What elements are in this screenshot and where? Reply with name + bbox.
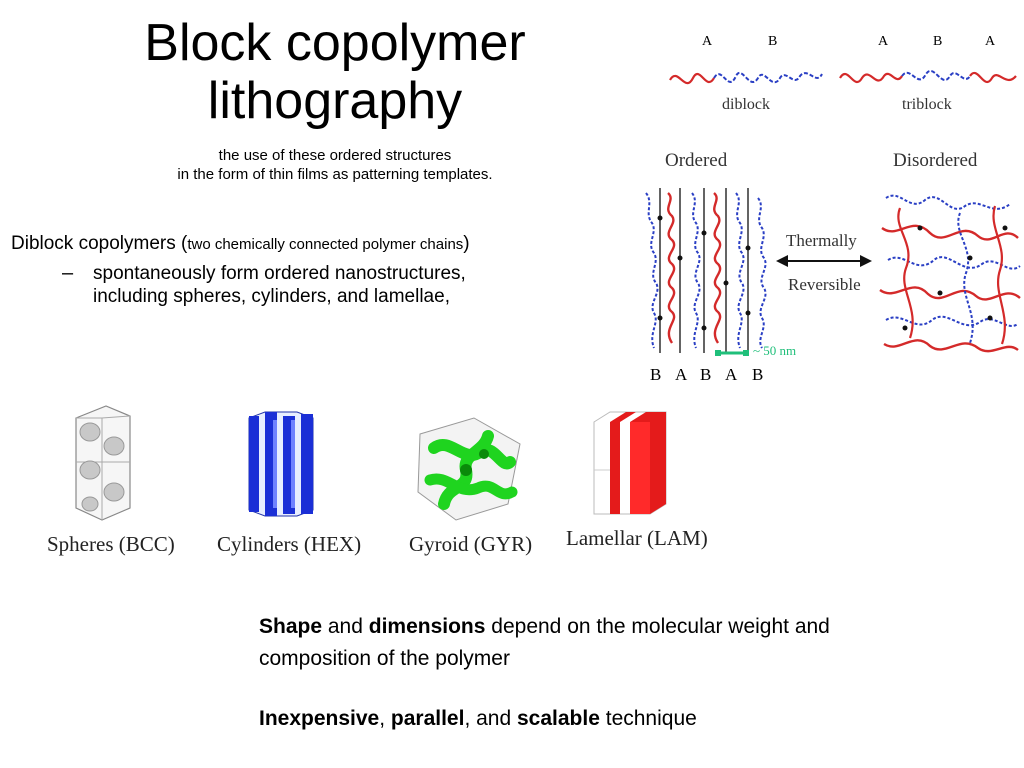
bullet-paren-text: two chemically connected polymer chains bbox=[187, 236, 464, 253]
note-shape: Shape bbox=[259, 615, 323, 638]
morph-label-gyroid: Gyroid (GYR) bbox=[409, 532, 533, 556]
layer-label-a1: A bbox=[675, 365, 688, 384]
scale-bar-icon bbox=[715, 350, 749, 356]
note-parallel: parallel bbox=[390, 707, 465, 730]
layer-label-b3: B bbox=[752, 365, 763, 384]
disordered-label: Disordered bbox=[893, 150, 978, 171]
spheres-bcc-icon bbox=[75, 405, 131, 521]
note-inexpensive: Inexpensive bbox=[259, 707, 380, 730]
triblock-chain-icon bbox=[839, 70, 1017, 84]
triblock-label-a2: A bbox=[985, 34, 996, 49]
layer-label-b1: B bbox=[650, 365, 661, 384]
copolymer-figure: A B A B A diblock triblock Ordered Disor… bbox=[644, 34, 1021, 384]
thermally-label: Thermally bbox=[786, 231, 857, 250]
note-scalable: scalable bbox=[517, 707, 600, 730]
morph-label-cylinders: Cylinders (HEX) bbox=[217, 532, 362, 556]
scale-label: ~ 50 nm bbox=[753, 343, 796, 358]
diblock-caption: diblock bbox=[722, 96, 770, 113]
note-comma-1: , bbox=[379, 707, 391, 730]
ordered-label: Ordered bbox=[665, 150, 728, 171]
note-dimensions: dimensions bbox=[368, 615, 486, 638]
slide-subtitle: the use of these ordered structures in t… bbox=[100, 146, 570, 184]
note-depend: depend on the molecular weight and bbox=[485, 615, 830, 638]
title-line-1: Block copolymer bbox=[144, 14, 526, 72]
note-line-1: Shape and dimensions depend on the molec… bbox=[259, 611, 830, 643]
subtitle-line-1: the use of these ordered structures bbox=[218, 147, 452, 164]
triblock-label-b: B bbox=[933, 34, 942, 49]
double-arrow-icon bbox=[776, 255, 872, 267]
diblock-label-b: B bbox=[768, 34, 777, 49]
morph-label-lamellar: Lamellar (LAM) bbox=[566, 526, 708, 550]
note-and-1: and bbox=[322, 615, 369, 638]
ordered-phase-icon bbox=[644, 188, 770, 353]
disordered-phase-icon bbox=[879, 194, 1021, 353]
triblock-label-a1: A bbox=[878, 34, 889, 49]
sub-bullet-dash: – bbox=[62, 262, 74, 284]
title-line-2: lithography bbox=[207, 72, 463, 130]
bullet-main-text: Diblock copolymers ( bbox=[11, 233, 188, 254]
note-technique-word: technique bbox=[599, 707, 697, 730]
diblock-label-a: A bbox=[702, 34, 713, 49]
bullet-diblock: Diblock copolymers (two chemically conne… bbox=[11, 233, 470, 255]
diblock-chain-icon bbox=[669, 72, 823, 85]
subtitle-line-2: in the form of thin films as patterning … bbox=[177, 166, 493, 183]
reversible-label: Reversible bbox=[788, 275, 861, 294]
sub-bullet-line-2: including spheres, cylinders, and lamell… bbox=[93, 286, 450, 307]
bullet-close-paren: ) bbox=[463, 233, 470, 254]
sub-bullet-line-1: spontaneously form ordered nanostructure… bbox=[93, 263, 466, 284]
sub-bullet-text: spontaneously form ordered nanostructure… bbox=[93, 262, 466, 308]
lamellar-icon bbox=[593, 411, 667, 515]
note-shape-dimensions: Shape and dimensions depend on the molec… bbox=[259, 611, 830, 675]
layer-label-b2: B bbox=[700, 365, 711, 384]
note-technique: Inexpensive, parallel, and scalable tech… bbox=[259, 703, 697, 735]
gyroid-icon bbox=[417, 417, 521, 521]
morph-label-spheres: Spheres (BCC) bbox=[47, 532, 175, 556]
layer-label-a2: A bbox=[725, 365, 738, 384]
triblock-caption: triblock bbox=[902, 96, 952, 113]
slide-title: Block copolymer lithography bbox=[90, 14, 580, 130]
note-and-2: , and bbox=[464, 707, 517, 730]
note-line-2: composition of the polymer bbox=[259, 647, 510, 670]
cylinders-hex-icon bbox=[248, 411, 314, 517]
